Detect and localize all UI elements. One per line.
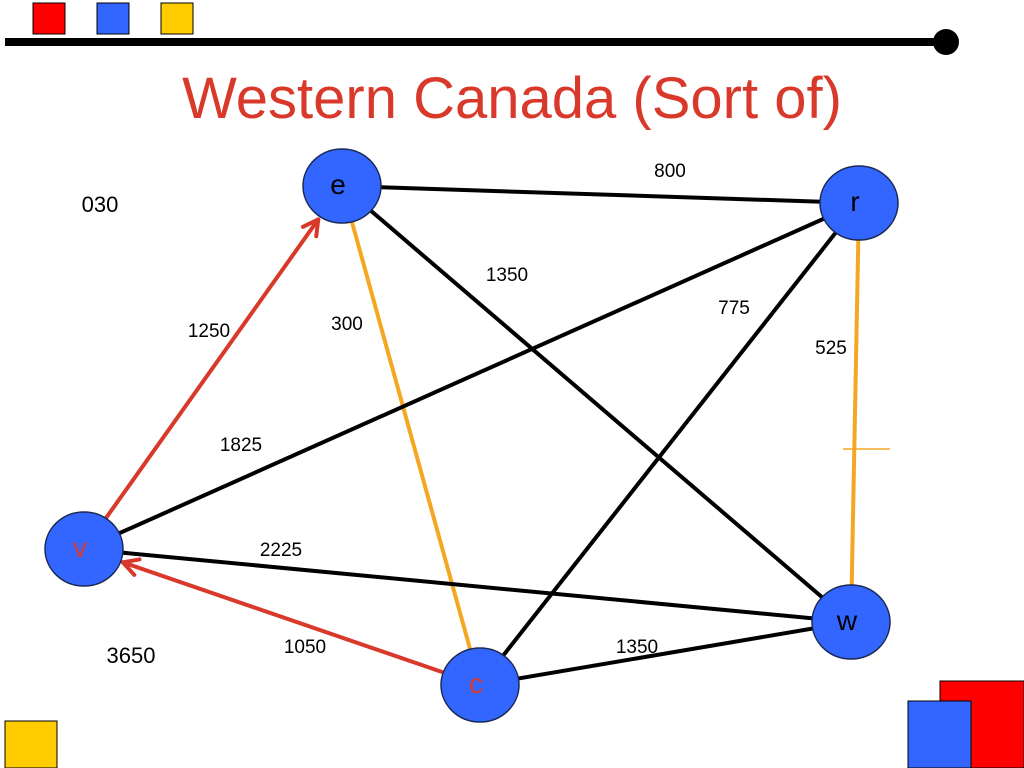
node-label-w: w (836, 605, 858, 636)
edge-weight-c-v: 1050 (284, 637, 326, 658)
yellow-square-icon (4, 720, 58, 768)
edge-weight-v-w: 2225 (260, 540, 302, 561)
edge-e-c (340, 184, 482, 687)
node-w: w (811, 584, 891, 660)
edge-weight-e-w: 1350 (486, 265, 528, 286)
edge-r-w (849, 201, 861, 624)
edge-weight-c-w: 1350 (616, 637, 658, 658)
graph-nodes: e r v w c (44, 148, 899, 723)
arrowhead-e (300, 217, 321, 239)
node-label-v: v (73, 532, 87, 563)
edge-v-w (82, 547, 853, 624)
node-circle-w (811, 584, 891, 660)
edge-c-r (478, 201, 861, 687)
arrowhead-v (120, 557, 142, 577)
node-label-c: c (469, 668, 483, 699)
node-circle-v (44, 511, 124, 587)
edge-weight-r-w: 525 (815, 338, 847, 359)
yellow-square-icon (160, 2, 194, 35)
node-circle-r (819, 165, 899, 241)
note-bottom-left: 3650 (107, 643, 156, 668)
edge-weight-v-e: 1250 (188, 321, 230, 342)
header-rule-end-dot (933, 29, 959, 55)
red-square-icon (32, 2, 66, 35)
node-r: r (819, 165, 899, 241)
slide-title: Western Canada (Sort of) (182, 66, 842, 131)
edge-c-v (120, 560, 448, 675)
edge-weight-c-r: 775 (718, 298, 750, 319)
node-label-e: e (330, 169, 346, 200)
edge-c-w (478, 620, 853, 687)
edge-e-r (340, 184, 861, 205)
blue-square-icon (96, 2, 130, 35)
edge-v-r (82, 201, 861, 551)
node-c: c (440, 647, 520, 723)
node-v: v (44, 511, 124, 587)
node-circle-c (440, 647, 520, 723)
node-label-r: r (850, 186, 859, 217)
graph-edges (82, 184, 861, 687)
note-top-left: 030 (82, 192, 119, 217)
node-circle-e (302, 148, 382, 224)
edge-weight-v-r: 1825 (220, 435, 262, 456)
edge-v-e (103, 217, 321, 521)
edge-e-w (340, 184, 853, 624)
edge-weight-labels: 800 1350 300 1250 1825 2225 1050 775 1350 525 (188, 161, 847, 658)
edge-weight-e-c: 300 (331, 314, 363, 335)
edge-weight-e-r: 800 (654, 161, 686, 182)
node-e: e (302, 148, 382, 224)
blue-square-icon (907, 700, 972, 768)
